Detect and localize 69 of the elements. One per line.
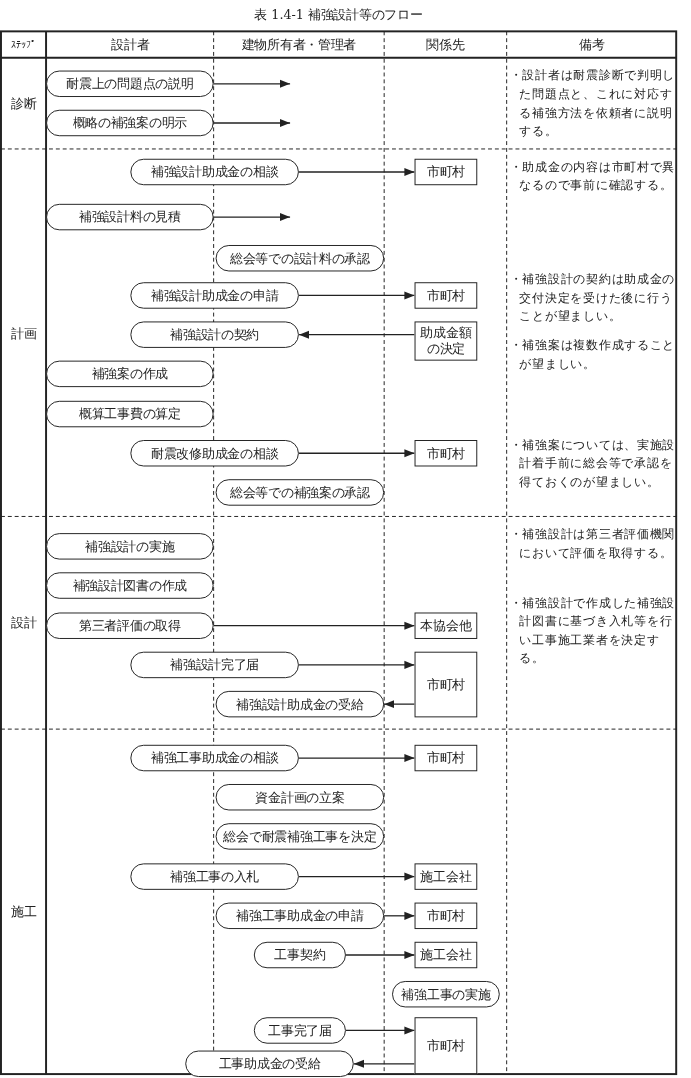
process-pill: 補強設計の実施 (46, 533, 214, 560)
arrow (298, 291, 416, 300)
entity-box: 施工会社 (414, 941, 478, 969)
arrow (213, 79, 291, 88)
column-header: 備考 (578, 36, 606, 54)
process-pill: 工事助成金の受給 (185, 1050, 354, 1077)
process-pill: 補強工事の入札 (130, 863, 299, 890)
arrow (345, 950, 416, 960)
process-pill: 概算工事費の算定 (46, 400, 214, 428)
arrow (298, 872, 416, 881)
entity-box: 市町村 (414, 902, 478, 930)
process-pill: 補強工事助成金の相談 (130, 744, 299, 772)
note-text: ・補強設計の契約は助成金の交付決定を受けた後に行うことが望ましい。 (509, 270, 677, 326)
column-header: 関係先 (425, 36, 466, 54)
process-pill: 補強設計完了届 (130, 651, 299, 679)
column-header: ｽﾃｯﾌﾟ (10, 38, 37, 52)
note-text: ・補強設計は第三者評価機関において評価を取得する。 (509, 525, 677, 562)
arrow (383, 911, 416, 920)
arrow (298, 449, 416, 458)
entity-box: 市町村 (414, 744, 478, 772)
step-label: 施工 (9, 903, 38, 922)
arrow (213, 118, 291, 128)
entity-box: 市町村 (414, 1017, 478, 1075)
process-pill: 補強設計料の見積 (46, 203, 214, 231)
entity-box: 市町村 (414, 158, 478, 186)
process-pill: 耐震上の問題点の説明 (46, 70, 214, 97)
column-header: 建物所有者・管理者 (240, 36, 358, 54)
arrow (298, 753, 416, 763)
process-pill: 概略の補強案の明示 (46, 109, 214, 137)
process-pill: 補強設計図書の作成 (46, 572, 214, 599)
entity-box: 本協会他 (414, 612, 478, 639)
step-label: 診断 (9, 95, 38, 113)
arrow (298, 660, 416, 669)
process-pill: 補強設計助成金の相談 (130, 158, 299, 186)
arrow (298, 167, 416, 177)
process-pill: 総会で耐震補強工事を決定 (215, 823, 385, 850)
arrow (353, 1059, 416, 1068)
entity-box: 市町村 (414, 282, 478, 309)
step-label: 計画 (9, 325, 38, 343)
column-header: 設計者 (110, 36, 151, 54)
arrow (345, 1026, 416, 1035)
process-pill: 資金計画の立案 (215, 784, 385, 811)
process-pill: 補強工事助成金の申請 (215, 902, 385, 930)
process-pill: 工事契約 (253, 941, 346, 969)
arrow (383, 700, 416, 709)
entity-box: 市町村 (414, 651, 478, 718)
arrow (213, 621, 416, 630)
note-text: ・設計者は耐震診断で判明した問題点と、これに対応する補強方法を依頼者に説明する。 (509, 66, 677, 141)
table-title: 表 1.4-1 補強設計等のフロー (253, 5, 424, 24)
process-pill: 総会等での設計料の承認 (215, 245, 385, 272)
process-pill: 第三者評価の取得 (46, 612, 214, 639)
step-label: 設計 (9, 614, 38, 633)
note-text: ・助成金の内容は市町村で異なるので事前に確認する。 (509, 157, 677, 195)
entity-box: 市町村 (414, 440, 478, 467)
process-pill: 補強案の作成 (46, 360, 214, 388)
note-text: ・補強設計で作成した補強設計図書に基づき入札等を行い工事施工業者を決定する。 (509, 593, 677, 668)
process-pill: 工事完了届 (253, 1017, 346, 1044)
process-pill: 耐震改修助成金の相談 (130, 440, 299, 467)
process-pill: 総会等での補強案の承認 (215, 479, 385, 506)
entity-box: 助成金額の決定 (414, 321, 478, 361)
process-pill: 補強設計助成金の受給 (215, 690, 385, 718)
entity-box: 施工会社 (414, 863, 478, 890)
process-pill: 補強設計の契約 (130, 321, 299, 348)
arrow (298, 330, 416, 339)
process-pill: 補強設計助成金の申請 (130, 282, 299, 309)
process-pill: 補強工事の実施 (392, 981, 500, 1008)
note-text: ・補強案は複数作成することが望ましい。 (509, 336, 677, 373)
arrow (213, 213, 291, 222)
note-text: ・補強案については、実施設計着手前に総会等で承認を得ておくのが望ましい。 (509, 436, 677, 491)
